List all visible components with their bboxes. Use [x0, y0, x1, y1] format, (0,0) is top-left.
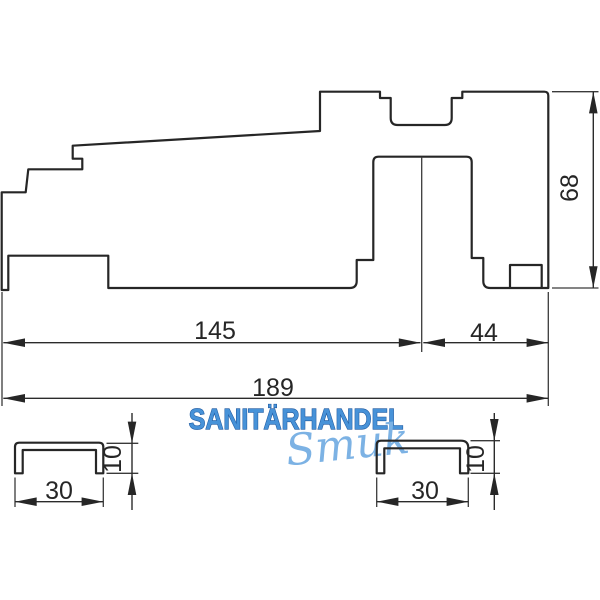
- dim-label-30-left: 30: [45, 477, 73, 505]
- arrowhead-68-top: [589, 91, 598, 114]
- arrowhead-30r-left: [376, 497, 399, 506]
- dimension-68: 68: [556, 91, 598, 288]
- left-u-channel-outline: [13, 441, 105, 475]
- dim-label-189: 189: [252, 374, 294, 402]
- arrowhead-30r-right: [446, 497, 469, 506]
- arrowhead-10l-bottom: [127, 473, 137, 495]
- arrowhead-68-bottom: [589, 266, 598, 288]
- right-u-channel-outline: [375, 439, 470, 475]
- main-profile-outline: [0, 90, 550, 292]
- arrowhead-145-left: [3, 338, 26, 347]
- arrowhead-10l-top: [127, 421, 137, 444]
- dim-label-10-right: 10: [462, 445, 490, 473]
- arrowhead-30l-left: [15, 497, 37, 506]
- arrowhead-10r-top: [490, 419, 499, 441]
- dimension-left-channel-30: 30: [15, 477, 104, 506]
- arrowhead-30l-right: [81, 497, 104, 506]
- arrowhead-145-right: [398, 338, 421, 347]
- dimension-right-channel-10: 10: [462, 413, 499, 510]
- arrowhead-189-right: [526, 394, 549, 403]
- dim-label-145: 145: [194, 317, 236, 345]
- dim-label-30-right: 30: [411, 477, 439, 505]
- watermark: SANITÄRHANDEL Smuk: [188, 403, 412, 477]
- arrowhead-10r-bottom: [490, 473, 499, 495]
- dim-label-10-left: 10: [99, 445, 127, 473]
- dim-label-44: 44: [470, 319, 498, 347]
- arrowhead-44-left: [423, 338, 445, 347]
- dimension-right-channel-30: 30: [376, 477, 469, 506]
- dimension-145: 145: [3, 317, 421, 347]
- bottom-groove-rect: [508, 263, 543, 289]
- arrowhead-44-right: [526, 338, 549, 347]
- arrowhead-189-left: [3, 394, 26, 403]
- watermark-brand-text: SANITÄRHANDEL: [189, 403, 404, 435]
- dimension-189: 189: [3, 374, 549, 403]
- dimension-44: 44: [423, 319, 549, 347]
- dim-label-68: 68: [556, 174, 584, 202]
- dimension-left-channel-10: 10: [99, 413, 137, 510]
